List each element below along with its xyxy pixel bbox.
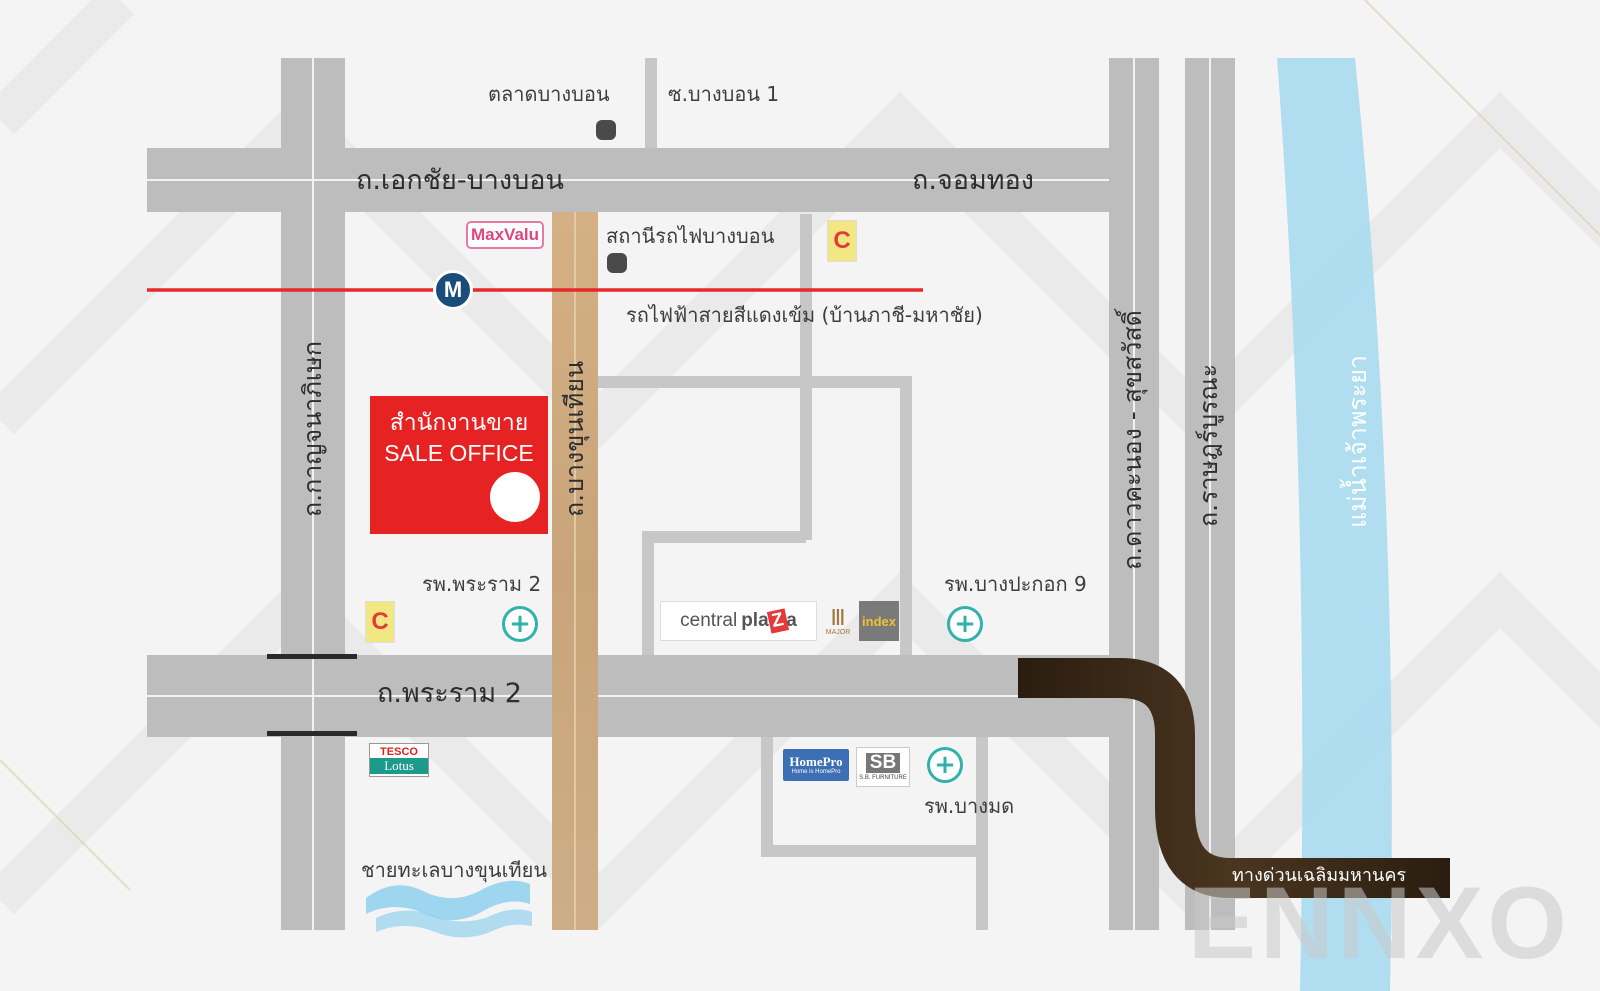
major-cineplex-logo: Ⅲ MAJOR	[824, 600, 852, 642]
central-plaza-text-4: a	[786, 610, 797, 631]
maxvalu-logo: MaxValu	[466, 221, 544, 249]
place-label-bangmod-hospital: รพ.บางมด	[924, 794, 1015, 818]
watermark: ENNXO	[1188, 866, 1571, 980]
bigc-logo-north: C	[827, 220, 857, 262]
station-label-bangbon: สถานีรถไฟบางบอน	[606, 224, 775, 248]
river	[1277, 58, 1392, 991]
road-label-rama2: ถ.พระราม 2	[377, 678, 522, 709]
central-plaza-text-1: central	[680, 610, 738, 631]
road-label-expressway: ทางด่วนเฉลิมมหานคร	[1232, 865, 1407, 886]
hospital-icon-bangpakok9: +	[947, 606, 983, 642]
lotus-label: Lotus	[370, 758, 428, 774]
central-plaza-text-2: pla	[741, 610, 769, 631]
rail-line-label: รถไฟฟ้าสายสีแดงเข้ม (บ้านภาชี-มหาชัย)	[626, 303, 983, 327]
background-gold-lines	[0, 0, 1600, 891]
sale-office-marker: สำนักงานขาย SALE OFFICE	[370, 396, 548, 534]
local-roads	[596, 58, 988, 930]
bigc-logo-south: C	[365, 601, 395, 643]
expressway	[1018, 658, 1450, 898]
road-label-kanchanaphisek: ถ.กาญจนาภิเษก	[298, 341, 327, 517]
hospital-icon-bangmod: +	[927, 747, 963, 783]
tesco-label: TESCO	[380, 746, 418, 759]
overpass-marks	[267, 654, 357, 736]
index-logo: index	[859, 601, 899, 641]
metro-station-icon: M	[433, 270, 473, 310]
station-dot-icon	[607, 253, 627, 273]
road-label-daokhanong-suksawat: ถ.ดาวคะนอง - สุขสวัสดิ์	[1118, 310, 1147, 570]
place-label-rama2-hospital: รพ.พระราม 2	[422, 572, 542, 596]
major-pillars-icon: Ⅲ	[830, 604, 846, 630]
central-plaza-text-3: Z	[766, 608, 789, 634]
hospital-icon-rama2: +	[502, 606, 538, 642]
road-label-ratchaburana: ถ.ราษฎร์บูรณะ	[1194, 363, 1223, 527]
sale-office-dot-icon	[490, 472, 540, 522]
beach-waves-icon	[366, 880, 532, 938]
place-label-bangbon-market: ตลาดบางบอน	[488, 82, 610, 106]
road-label-ekkachai-bangbon: ถ.เอกชัย-บางบอน	[356, 165, 564, 196]
road-label-chomthong: ถ.จอมทอง	[912, 165, 1034, 196]
sb-furniture-label: S.B. FURNITURE	[859, 775, 907, 782]
homepro-slogan: Home is HomePro	[791, 769, 841, 776]
place-label-bangkhunthian-beach: ชายทะเลบางขุนเทียน	[361, 858, 547, 882]
river-label: แม่น้ำเจ้าพระยา	[1343, 355, 1372, 528]
central-plaza-logo: central pla Z a	[660, 601, 817, 641]
homepro-logo: HomePro Home is HomePro	[783, 749, 849, 781]
market-dot-icon	[596, 120, 616, 140]
main-road-lanes	[147, 58, 1211, 930]
sale-office-label-en: SALE OFFICE	[384, 440, 534, 466]
homepro-label: HomePro	[789, 753, 843, 769]
sb-furniture-logo: SB S.B. FURNITURE	[856, 747, 910, 787]
major-label: MAJOR	[825, 628, 851, 636]
road-label-soi-bangbon1: ซ.บางบอน 1	[668, 82, 780, 106]
place-label-bangpakok9-hospital: รพ.บางปะกอก 9	[944, 572, 1087, 596]
sb-label: SB	[865, 752, 901, 774]
road-label-bangkhunthian: ถ.บางขุนเทียน	[560, 360, 589, 517]
sale-office-label-th: สำนักงานขาย	[389, 410, 529, 436]
tesco-lotus-logo: TESCO Lotus	[369, 743, 429, 777]
